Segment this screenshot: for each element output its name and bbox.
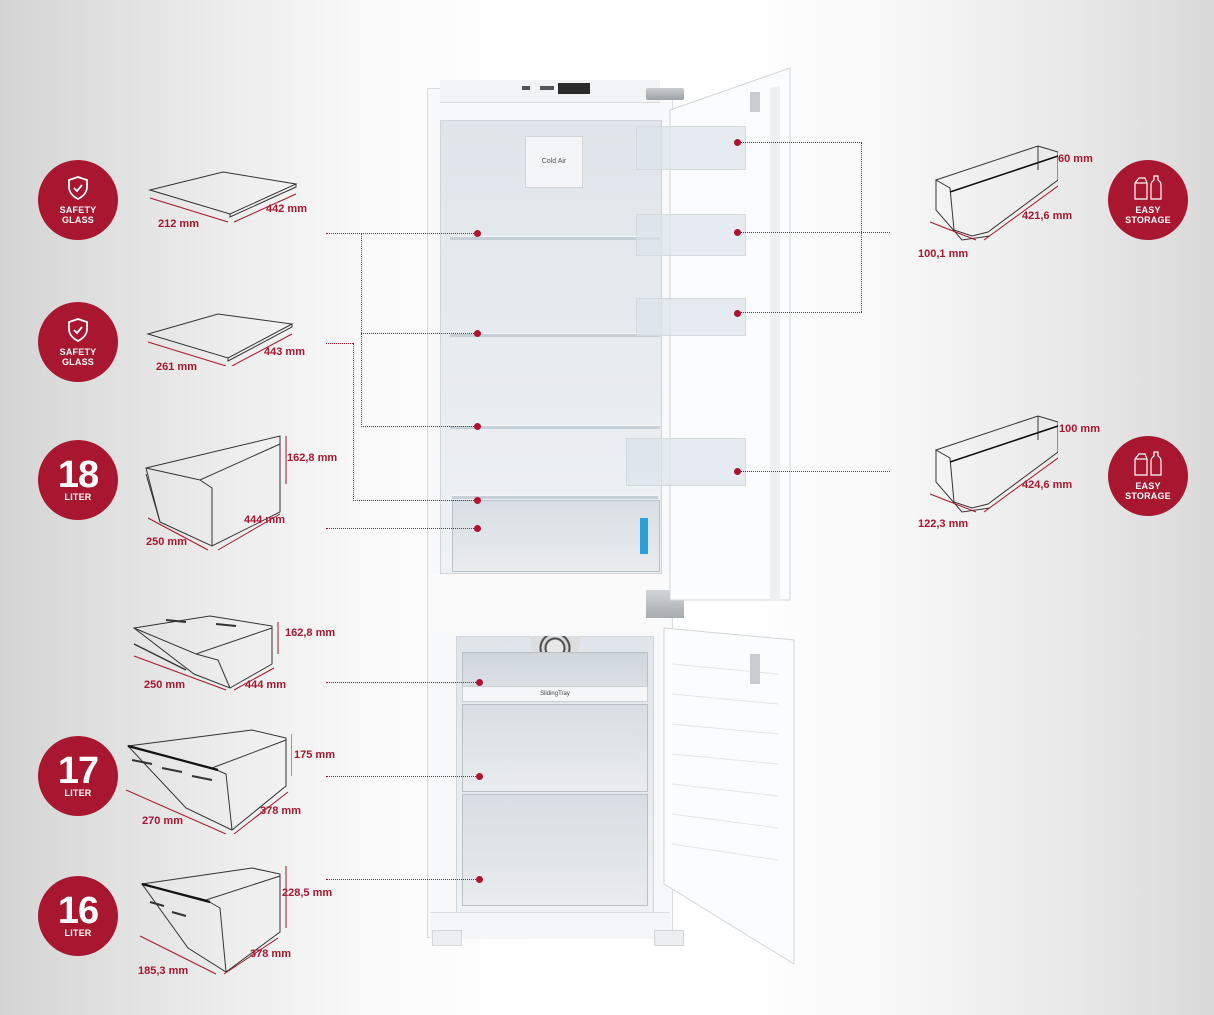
fan-cover-label: Cold Air [541,158,567,165]
crisper-cover [452,495,658,499]
crisper-drawer [452,500,660,572]
foot-left [432,930,462,946]
callout-dot [474,423,481,430]
sliding-tray-front: SlidingTray [462,686,648,702]
callout-dot [476,876,483,883]
callout-dot [734,468,741,475]
capacity-badge-16: 16 LITER [38,876,118,956]
callout-dot [476,773,483,780]
callout-dot [476,679,483,686]
capacity-badge-18: 18 LITER [38,440,118,520]
easy-storage-badge: EASY STORAGE [1108,160,1188,240]
shield-check-icon [68,176,88,201]
shield-check-icon [68,318,88,343]
sliding-tray-label: SlidingTray [540,691,570,697]
freezer-base [430,912,670,939]
safety-glass-badge: SAFETY GLASS [38,302,118,382]
sliding-tray-drawing [132,615,279,691]
fan-cover: Cold Air [525,136,583,188]
door-bin-3 [636,298,746,336]
door-bin-2 [636,214,746,256]
safety-glass-badge: SAFETY GLASS [38,160,118,240]
callout-dot [474,497,481,504]
door-bin-1 [636,126,746,170]
freezer-drawer-drawing [139,866,287,975]
humidity-slider [640,518,648,554]
callout-dot [474,230,481,237]
callout-dot [734,310,741,317]
carton-bottle-icon [1134,175,1162,200]
callout-dot [474,330,481,337]
capacity-badge-17: 17 LITER [38,736,118,816]
glass-shelf-drawing [146,313,294,366]
foot-right [654,930,684,946]
freezer-drawer-top [462,704,648,792]
glass-shelf-2 [450,333,660,337]
display-buttons [558,83,590,94]
crisper-drawer-drawing [145,435,287,551]
glass-shelf-drawing [148,171,298,223]
door-bin-drawing [929,415,1058,513]
glass-shelf-3 [450,425,660,429]
easy-storage-badge: EASY STORAGE [1108,436,1188,516]
callout-dot [734,229,741,236]
carton-bottle-icon [1134,451,1162,476]
control-panel [440,80,660,103]
callout-dot [474,525,481,532]
freezer-drawer-bottom [462,794,648,906]
top-hinge [646,88,684,100]
glass-shelf-1 [450,236,660,240]
callout-dot [734,139,741,146]
door-bin-drawing [929,145,1058,241]
mid-panel [428,574,670,632]
freezer-door [663,627,795,965]
freezer-drawer-drawing [125,729,292,834]
door-bin-4 [626,438,746,486]
